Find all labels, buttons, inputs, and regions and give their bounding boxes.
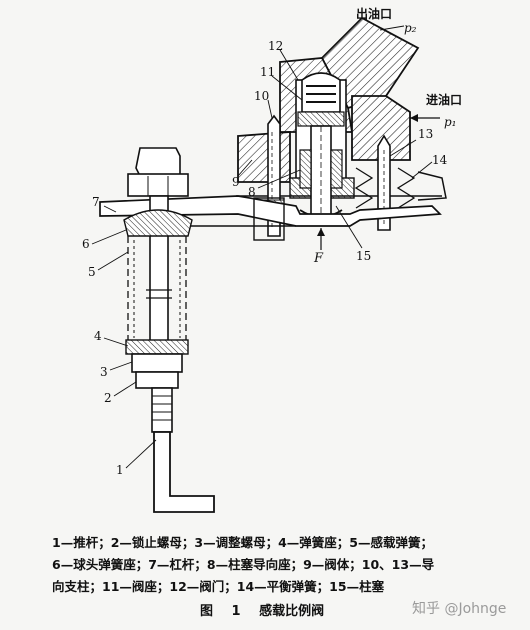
watermark: 知乎 @Johnge (412, 601, 507, 617)
label-1: 1 (116, 463, 124, 477)
label-9: 9 (232, 175, 240, 189)
valve-and-seat (297, 72, 345, 127)
label-2: 2 (104, 391, 112, 405)
push-rod-assembly (123, 147, 215, 513)
balance-spring (354, 167, 447, 209)
label-inlet: 进油口 (426, 92, 462, 107)
label-13: 13 (418, 127, 433, 141)
label-p2: p₂ (404, 21, 417, 35)
legend-line: 1—推杆；2—锁止螺母；3—调整螺母；4—弹簧座；5—感载弹簧； (52, 535, 433, 550)
label-10: 10 (254, 89, 269, 103)
label-15: 15 (356, 249, 371, 263)
label-outlet: 出油口 (356, 6, 392, 21)
legend-line: 向支柱；11—阀座；12—阀门；14—平衡弹簧；15—柱塞 (52, 579, 385, 594)
parts-legend: 1—推杆；2—锁止螺母；3—调整螺母；4—弹簧座；5—感载弹簧； 6—球头弹簧座… (52, 532, 492, 598)
label-6: 6 (82, 237, 90, 251)
label-p1: p₁ (444, 115, 457, 129)
label-4: 4 (94, 329, 102, 343)
label-7: 7 (92, 195, 100, 209)
leader-lines (91, 49, 433, 469)
figure-caption: 图 1 感载比例阀 (200, 604, 325, 619)
label-3: 3 (100, 365, 108, 379)
flow-arrows (317, 25, 440, 250)
label-5: 5 (88, 265, 96, 279)
plunger (299, 125, 343, 218)
label-14: 14 (432, 153, 448, 167)
label-11: 11 (260, 65, 275, 79)
label-8: 8 (248, 185, 256, 199)
legend-line: 6—球头弹簧座；7—杠杆；8—柱塞导向座；9—阀体；10、13—导 (52, 557, 435, 572)
label-force: F (313, 251, 324, 266)
label-12: 12 (268, 39, 283, 53)
lever (99, 195, 442, 241)
